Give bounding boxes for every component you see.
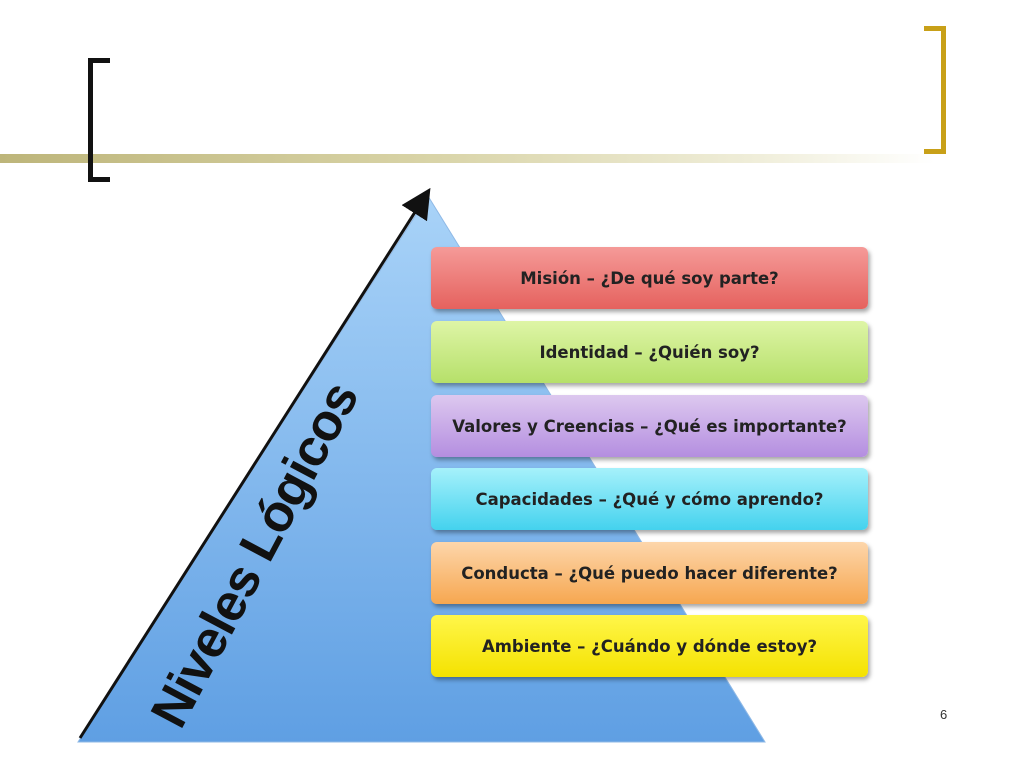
level-mision: Misión – ¿De qué soy parte? (431, 247, 868, 309)
level-ambiente: Ambiente – ¿Cuándo y dónde estoy? (431, 615, 868, 677)
level-conducta: Conducta – ¿Qué puedo hacer diferente? (431, 542, 868, 604)
level-valores-creencias: Valores y Creencias – ¿Qué es importante… (431, 395, 868, 457)
level-identidad: Identidad – ¿Quién soy? (431, 321, 868, 383)
pyramid-arrow (78, 187, 431, 739)
left-bracket (88, 58, 110, 182)
title-rule (0, 154, 935, 163)
page-number: 6 (940, 707, 948, 722)
right-bracket (924, 26, 946, 154)
level-capacidades: Capacidades – ¿Qué y cómo aprendo? (431, 468, 868, 530)
